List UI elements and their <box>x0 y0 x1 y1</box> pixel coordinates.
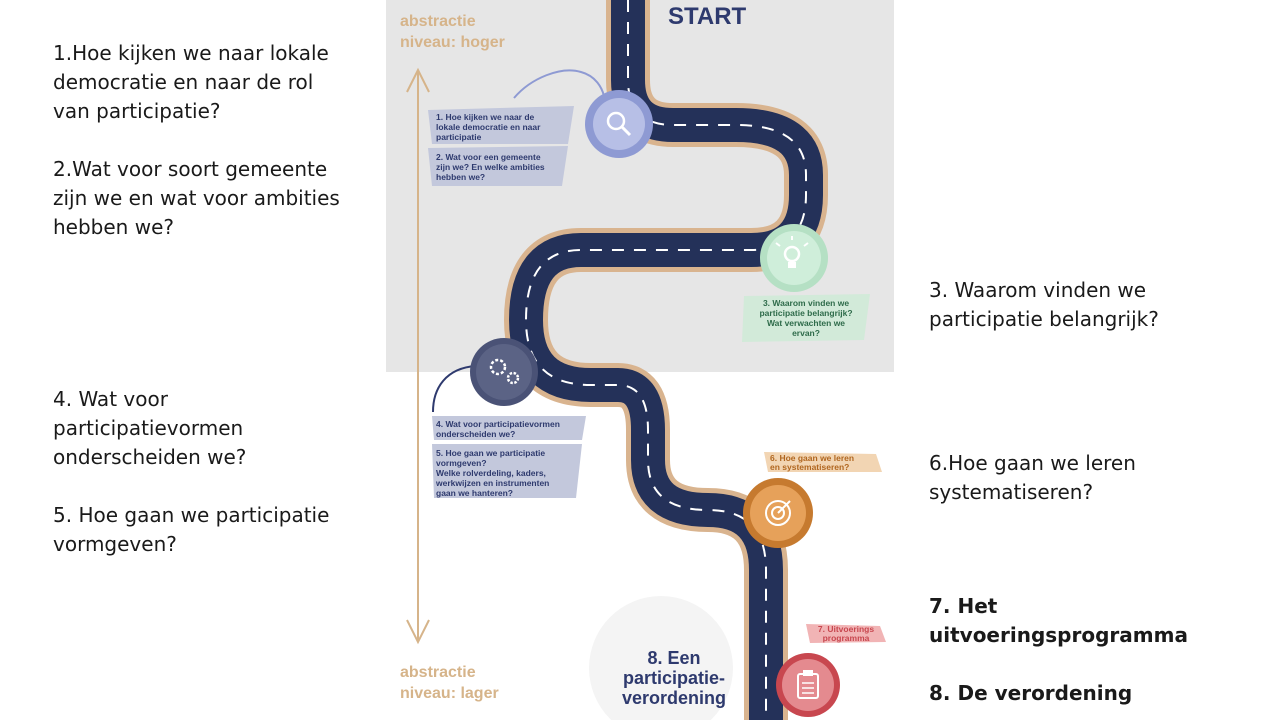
banner-1-2: 1. Hoe kijken we naar de lokale democrat… <box>428 106 574 186</box>
label-2-line-1: 2. Wat voor een gemeente <box>436 152 541 162</box>
label-7-line-1: 7. Uitvoerings <box>818 624 874 634</box>
question-7: 7. Het uitvoeringsprogramma <box>929 594 1188 647</box>
question-5: 5. Hoe gaan we participatie vormgeven? <box>53 503 330 556</box>
abstraction-low-line-1: abstractie <box>400 664 476 681</box>
banner-4-5: 4. Wat voor participatievormen ondersche… <box>432 416 586 498</box>
label-5-line-3: Welke rolverdeling, kaders, <box>436 468 546 478</box>
banner-3: 3. Waarom vinden we participatie belangr… <box>742 294 870 342</box>
label-3-line-4: ervan? <box>792 328 820 338</box>
label-3-line-2: participatie belangrijk? <box>759 308 852 318</box>
roadmap-diagram: abstractie niveau: hoger abstractie nive… <box>386 0 894 720</box>
curve-1 <box>513 69 605 99</box>
banner-7: 7. Uitvoerings programma <box>806 624 886 643</box>
label-6-line-2: en systematiseren? <box>770 462 849 472</box>
abstraction-low-line-2: niveau: lager <box>400 685 499 702</box>
question-4: 4. Wat voor participatievormen ondersche… <box>53 387 247 469</box>
label-5-line-5: gaan we hanteren? <box>436 488 513 498</box>
verordening-backdrop <box>589 596 733 720</box>
road <box>504 0 828 720</box>
lightbulb-icon <box>760 224 828 292</box>
label-1-line-3: participatie <box>436 132 482 142</box>
label-2-line-3: hebben we? <box>436 172 485 182</box>
label-7-line-2: programma <box>823 633 870 643</box>
label-8: 8. Een participatie- verordening <box>622 648 726 708</box>
label-4-line-2: onderscheiden we? <box>436 429 515 439</box>
question-2: 2.Wat voor soort gemeente zijn we en wat… <box>53 157 340 239</box>
label-8-line-3: verordening <box>622 688 726 708</box>
label-5-line-1: 5. Hoe gaan we participatie <box>436 448 545 458</box>
label-2-line-2: zijn we? En welke ambities <box>436 162 545 172</box>
abstraction-high-label: abstractie niveau: hoger <box>400 13 505 51</box>
curve-4 <box>432 365 477 413</box>
right-questions-7-8: 7. Het uitvoeringsprogramma 8. De verord… <box>929 592 1269 708</box>
label-8-line-2: participatie- <box>623 668 725 688</box>
target-icon <box>743 478 813 548</box>
label-5-line-4: werkwijzen en instrumenten <box>435 478 549 488</box>
right-question-3: 3. Waarom vinden we participatie belangr… <box>929 276 1259 334</box>
question-3: 3. Waarom vinden we participatie belangr… <box>929 278 1159 331</box>
banner-6: 6. Hoe gaan we leren en systematiseren? <box>764 452 882 472</box>
start-label: START <box>668 3 747 30</box>
abstraction-high-line-2: niveau: hoger <box>400 34 505 51</box>
abstraction-arrow <box>406 67 430 645</box>
label-3-line-1: 3. Waarom vinden we <box>763 298 849 308</box>
label-1-line-1: 1. Hoe kijken we naar de <box>436 112 535 122</box>
abstraction-high-line-1: abstractie <box>400 13 476 30</box>
label-4-line-1: 4. Wat voor participatievormen <box>436 419 560 429</box>
label-8-line-1: 8. Een <box>647 648 700 668</box>
question-6: 6.Hoe gaan we leren systematiseren? <box>929 451 1136 504</box>
magnifier-icon <box>585 90 653 158</box>
left-questions: 1.Hoe kijken we naar lokale democratie e… <box>53 39 353 242</box>
left-questions-lower: 4. Wat voor participatievormen ondersche… <box>53 385 353 559</box>
question-8: 8. De verordening <box>929 681 1133 705</box>
label-6-line-1: 6. Hoe gaan we leren <box>770 453 854 463</box>
question-1: 1.Hoe kijken we naar lokale democratie e… <box>53 41 329 123</box>
clipboard-icon <box>776 653 840 717</box>
label-3-line-3: Wat verwachten we <box>767 318 845 328</box>
gears-icon <box>470 338 538 406</box>
label-5-line-2: vormgeven? <box>436 458 487 468</box>
abstraction-low-label: abstractie niveau: lager <box>400 664 499 702</box>
label-1-line-2: lokale democratie en naar <box>436 122 541 132</box>
right-question-6: 6.Hoe gaan we leren systematiseren? <box>929 449 1259 507</box>
